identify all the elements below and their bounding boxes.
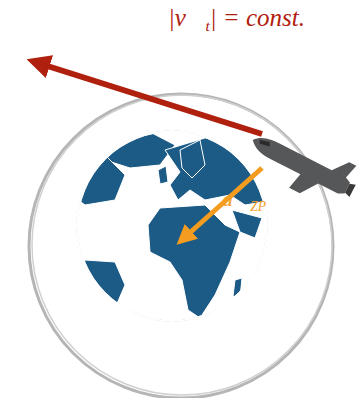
- subscript: ZP: [250, 199, 266, 214]
- orbit-circle: [29, 94, 333, 398]
- formula-text: | = const.: [210, 4, 305, 31]
- earth-globe: [60, 131, 275, 330]
- subscript: t: [205, 17, 209, 34]
- acceleration-label: a⃗ZP: [222, 186, 266, 215]
- velocity-formula: |v⃗t| = const.: [168, 4, 305, 35]
- orbit-circle-sketch: [32, 95, 332, 395]
- vector-symbol: |v⃗: [168, 4, 205, 31]
- space-shuttle: [241, 119, 359, 214]
- velocity-arrow: [38, 63, 262, 134]
- vector-symbol: a⃗: [222, 186, 250, 211]
